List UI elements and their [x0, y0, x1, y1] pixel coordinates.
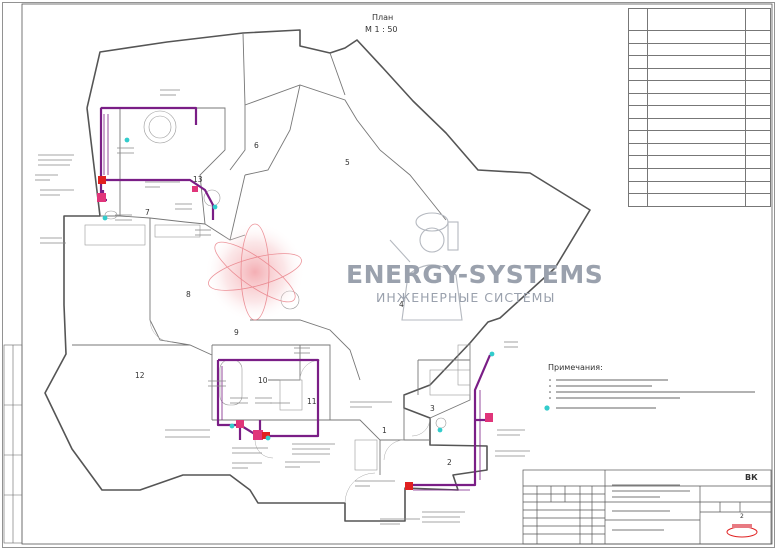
room-schedule-name [647, 130, 746, 144]
room-number: 4 [399, 300, 404, 309]
room-number: 8 [186, 290, 191, 299]
company-logo-name: ENERGY-SYSTEMS [346, 260, 604, 289]
title-block [522, 469, 772, 545]
room-number: 11 [307, 397, 317, 406]
drawing-section-code: ВК [745, 473, 758, 482]
room-schedule-name [647, 67, 746, 82]
room-schedule-area [745, 30, 771, 44]
room-schedule-area [745, 117, 771, 132]
room-schedule-name [647, 142, 746, 157]
sheet-number: 2 [740, 513, 744, 520]
room-number: 12 [135, 371, 145, 380]
room-schedule-row [628, 155, 771, 169]
plan-title: План [372, 13, 394, 22]
room-schedule-number [628, 92, 648, 107]
room-number: 3 [430, 404, 435, 413]
engineer-figure-icon [389, 212, 463, 321]
plan-annotations [35, 89, 530, 525]
room-schedule-row [628, 130, 771, 144]
room-schedule-row [628, 168, 771, 182]
room-schedule-number [628, 193, 648, 207]
room-schedule-number [628, 142, 648, 157]
room-schedule-number [628, 42, 648, 57]
room-schedule-number [628, 168, 648, 182]
room-schedule-name [647, 30, 746, 44]
watermark-logo [205, 212, 463, 322]
room-schedule-number [628, 180, 648, 195]
room-schedule-name [647, 80, 746, 94]
room-schedule-row [628, 105, 771, 119]
room-schedule-table [628, 8, 771, 207]
room-schedule-area [745, 92, 771, 107]
room-schedule-name [647, 180, 746, 195]
room-schedule-row [628, 30, 771, 44]
room-number: 9 [234, 328, 239, 337]
room-schedule-row [628, 42, 771, 57]
room-schedule-number [628, 55, 648, 69]
room-schedule-area [745, 80, 771, 94]
room-schedule-number [628, 130, 648, 144]
room-schedule-row [628, 55, 771, 69]
room-schedule-name [647, 117, 746, 132]
room-schedule-row [628, 142, 771, 157]
room-schedule-area [745, 55, 771, 69]
room-schedule-row [628, 193, 771, 207]
room-schedule-row [628, 67, 771, 82]
room-schedule-number [628, 105, 648, 119]
title-block-text-lines [612, 484, 690, 531]
room-number: 2 [447, 458, 452, 467]
room-schedule-row [628, 92, 771, 107]
room-schedule-row [628, 180, 771, 195]
notes-text-lines [556, 379, 755, 409]
notes-bullets [549, 379, 551, 399]
room-schedule-area [745, 180, 771, 195]
room-number: 1 [382, 426, 387, 435]
room-schedule-area [745, 8, 771, 31]
room-schedule-name [647, 42, 746, 57]
room-number: 6 [254, 141, 259, 150]
room-schedule-number [628, 155, 648, 169]
room-schedule-area [745, 168, 771, 182]
sheet-inner-frame [21, 3, 773, 545]
room-schedule-name [647, 55, 746, 69]
room-schedule-area [745, 42, 771, 57]
room-schedule-area [745, 130, 771, 144]
room-schedule-number [628, 117, 648, 132]
room-schedule-name [647, 193, 746, 207]
pipe-risers-thin [103, 114, 481, 491]
room-schedule-name [647, 8, 746, 31]
room-schedule-area [745, 193, 771, 207]
room-schedule-name [647, 92, 746, 107]
room-schedule-row [628, 117, 771, 132]
room-schedule-name [647, 105, 746, 119]
room-number: 5 [345, 158, 350, 167]
room-schedule-number [628, 80, 648, 94]
room-schedule-row [628, 8, 771, 31]
room-schedule-name [647, 168, 746, 182]
room-number: 13 [193, 175, 203, 184]
company-stamp-logo-icon [726, 524, 758, 538]
company-logo-tagline: ИНЖЕНЕРНЫЕ СИСТЕМЫ [376, 290, 556, 305]
collector-valves [97, 176, 493, 490]
left-margin-strip [3, 344, 23, 544]
room-schedule-number [628, 67, 648, 82]
room-schedule-number [628, 8, 648, 31]
room-number: 7 [145, 208, 150, 217]
room-schedule-number [628, 30, 648, 44]
leak-sensors [102, 137, 550, 441]
plan-scale: М 1 : 50 [365, 25, 398, 34]
room-schedule-area [745, 155, 771, 169]
room-schedule-area [745, 67, 771, 82]
room-schedule-row [628, 80, 771, 94]
room-schedule-name [647, 155, 746, 169]
notes-heading: Примечания: [548, 363, 603, 372]
room-number: 10 [258, 376, 268, 385]
room-schedule-area [745, 142, 771, 157]
room-schedule-area [745, 105, 771, 119]
